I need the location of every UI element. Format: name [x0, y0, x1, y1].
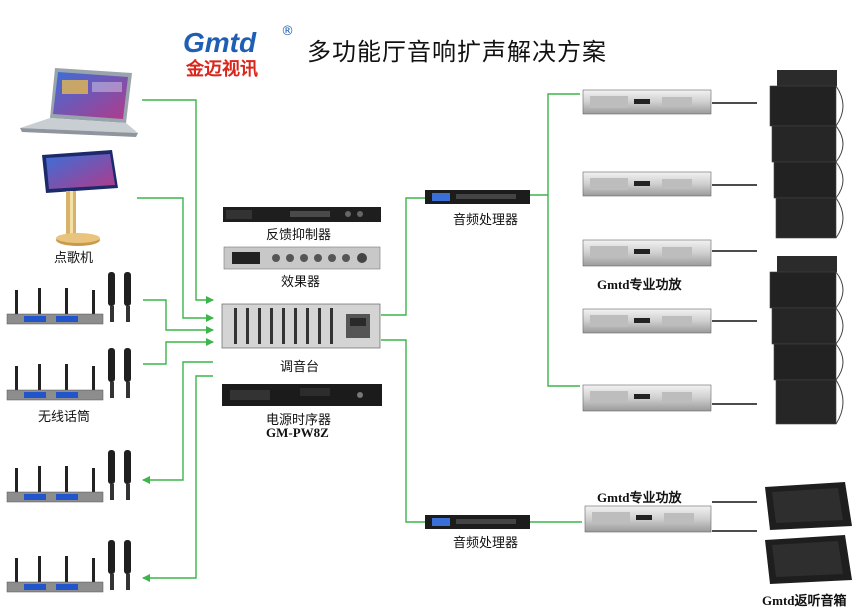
amplifier-1: [582, 89, 712, 115]
audio-processor-top-icon: [425, 190, 530, 204]
effects-unit-icon: [223, 246, 381, 270]
brand-logo: Gmtd ® 金迈视讯: [183, 24, 294, 80]
logo-wordmark: Gmtd: [183, 27, 257, 58]
label-audio-processor-top: 音频处理器: [453, 213, 519, 228]
line-mixer-proc-bottom: [381, 339, 425, 523]
song-machine-icon: [42, 150, 118, 246]
line-laptop-mixer: [142, 99, 214, 304]
line-proc-amps: [530, 93, 580, 387]
speaker-cables: [712, 102, 757, 532]
line-array-speaker-2: [769, 256, 844, 425]
line-mixer-mic3: [142, 361, 213, 484]
label-wireless-mic: 无线话筒: [38, 410, 91, 425]
label-feedback-suppressor: 反馈抑制器: [266, 228, 332, 243]
logo-registered-mark: ®: [281, 24, 294, 39]
amplifier-5: [582, 384, 712, 412]
amplifier-2: [582, 171, 712, 197]
label-monitor-speaker: Gmtd返听音箱: [762, 593, 847, 608]
amplifier-4: [582, 308, 712, 334]
wireless-mic-set-3: [6, 450, 131, 503]
label-power-sequencer: 电源时序器: [266, 413, 332, 428]
line-mixer-proc-top: [381, 197, 425, 316]
label-amp-monitor: Gmtd专业功放: [597, 490, 682, 505]
label-audio-processor-bottom: 音频处理器: [453, 536, 519, 551]
wireless-mic-set-4: [6, 540, 131, 593]
mixer-icon: [221, 303, 381, 349]
label-amp-main: Gmtd专业功放: [597, 277, 682, 292]
line-songmachine-mixer: [137, 197, 214, 322]
monitor-speaker-1: [765, 482, 852, 530]
logo-chinese-name: 金迈视讯: [185, 58, 258, 80]
line-mixer-mic4: [142, 375, 213, 582]
laptop-icon: [20, 68, 138, 137]
signal-lines: [137, 93, 582, 582]
page-title: 多功能厅音响扩声解决方案: [307, 38, 607, 66]
audio-processor-bottom-icon: [425, 515, 530, 529]
line-array-speaker-1: [769, 70, 844, 239]
feedback-suppressor-icon: [223, 207, 381, 222]
wireless-mic-set-1: [6, 272, 131, 325]
wireless-mic-set-2: [6, 348, 131, 401]
label-song-machine: 点歌机: [54, 251, 94, 266]
label-effects: 效果器: [281, 275, 321, 290]
amplifier-monitor: [584, 505, 712, 533]
line-mic2-mixer: [143, 338, 214, 365]
amplifier-3: [582, 239, 712, 267]
power-sequencer-icon: [222, 384, 382, 406]
label-mixer: 调音台: [280, 360, 320, 375]
monitor-speaker-2: [765, 535, 852, 584]
label-power-sequencer-model: GM-PW8Z: [266, 425, 329, 440]
line-mic1-mixer: [143, 299, 214, 334]
